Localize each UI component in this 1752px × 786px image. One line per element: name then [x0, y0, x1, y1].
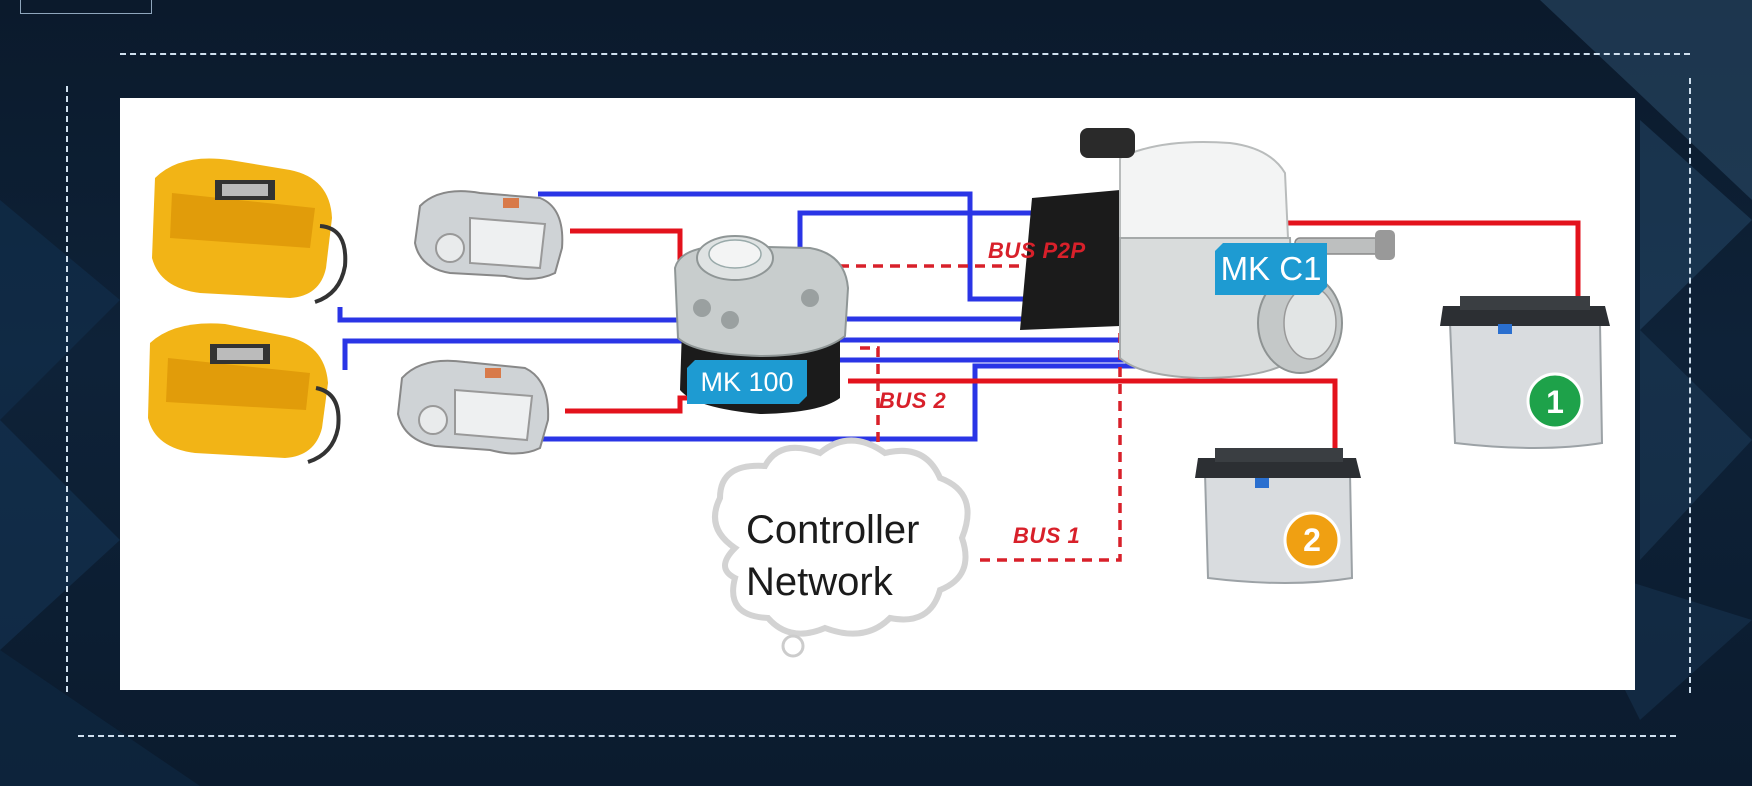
bus-1-line [980, 286, 1122, 562]
bus-2-label: BUS 2 [879, 388, 947, 413]
power-line-battery-1 [1155, 220, 1581, 330]
rear-right-caliper [396, 359, 550, 455]
cloud-text-line-2: Network [746, 560, 893, 604]
controller-network-cloud [712, 437, 971, 658]
cloud-text-line-1: Controller [746, 508, 920, 552]
top-frame-box [20, 0, 152, 14]
mkc1-label: MK C1 [1215, 243, 1327, 295]
mkc1-unit [1020, 128, 1395, 380]
bus-p2p-label: BUS P2P [988, 238, 1086, 263]
rear-left-caliper [148, 323, 341, 464]
front-left-caliper [152, 158, 348, 304]
mk100-label: MK 100 [687, 360, 807, 404]
battery-1 [1440, 296, 1610, 449]
bus-p2p-line [788, 248, 1112, 268]
bus-1-label: BUS 1 [1013, 523, 1081, 548]
frame-bottom-dashes [78, 735, 1676, 737]
battery-2-number: 2 [1303, 522, 1321, 558]
front-right-caliper [413, 190, 564, 280]
bus-2-line [860, 346, 880, 468]
hydraulic-line-rear-left [342, 338, 700, 370]
hydraulic-line-front-left [337, 307, 700, 323]
battery-2 [1195, 448, 1361, 584]
battery-2-badge [1283, 511, 1341, 569]
frame-left-dashes [66, 86, 68, 692]
diagram-panel: MK 100 MK C1 BUS P2P BUS 2 BUS 1 Control… [120, 98, 1635, 690]
battery-1-badge [1526, 372, 1584, 430]
diagram-canvas [148, 128, 1610, 658]
frame-right-dashes [1689, 78, 1691, 693]
battery-1-number: 1 [1546, 384, 1564, 420]
bus-lines [788, 248, 1122, 562]
power-line-battery-2 [848, 378, 1338, 473]
frame-top-dashes [120, 53, 1690, 55]
